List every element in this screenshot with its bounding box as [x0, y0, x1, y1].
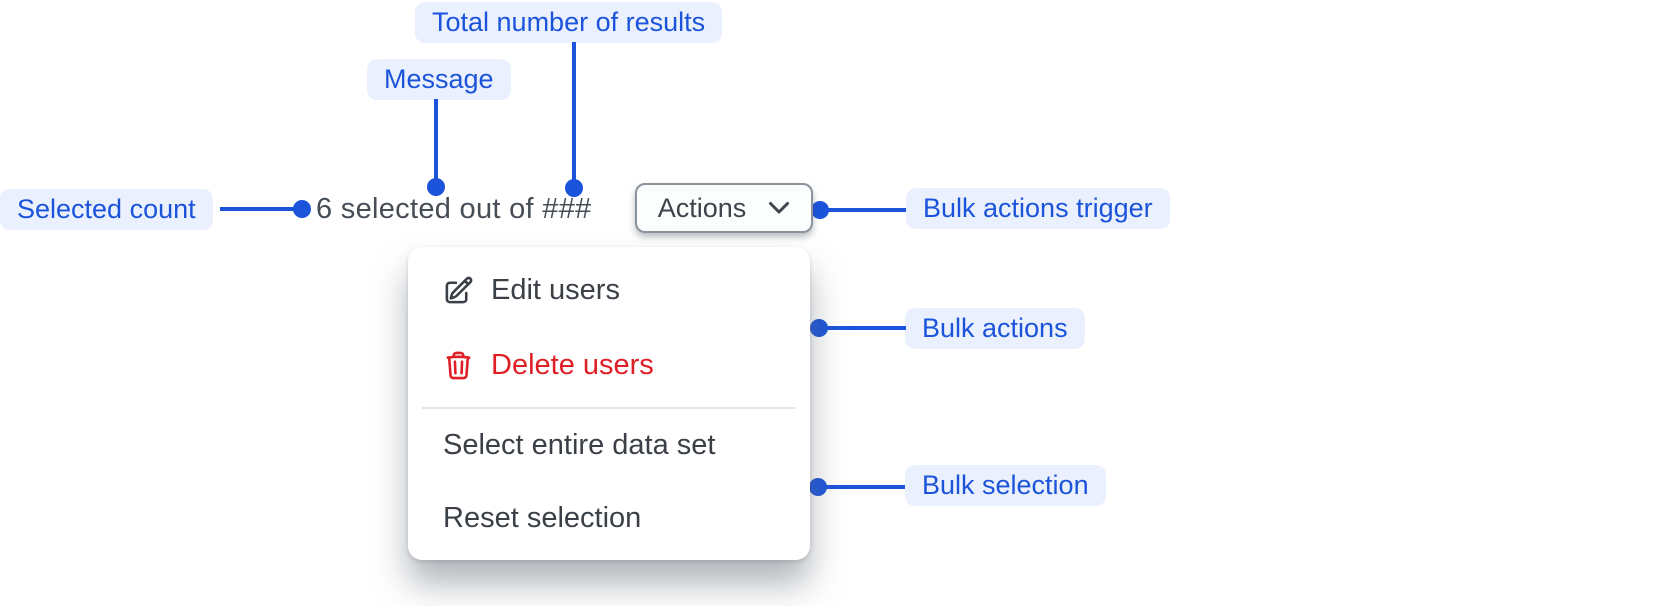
annotation-badge-message: Message: [367, 59, 511, 100]
menu-item-edit-users[interactable]: Edit users: [408, 266, 810, 314]
annotation-badge-bulk-actions: Bulk actions: [905, 308, 1085, 349]
edit-icon: [443, 275, 474, 306]
actions-button-label: Actions: [657, 192, 747, 223]
annotation-badge-bulk-selection: Bulk selection: [905, 465, 1106, 506]
menu-divider: [422, 407, 796, 409]
connector-line-bulk-actions: [822, 326, 906, 330]
connector-line-bulk-selection: [821, 485, 905, 489]
connector-dot-bulk-actions: [810, 319, 828, 337]
connector-line-bulk-actions-trigger: [824, 208, 906, 212]
connector-dot-total-results: [565, 179, 583, 197]
menu-item-label: Edit users: [491, 273, 620, 306]
annotation-badge-total-results: Total number of results: [415, 2, 723, 43]
bulk-actions-menu: Edit users Delete users Select entire da…: [408, 247, 810, 560]
connector-line-selected-count: [220, 207, 296, 211]
connector-dot-message: [427, 178, 445, 196]
bulk-actions-trigger-button[interactable]: Actions: [635, 183, 813, 233]
annotation-badge-bulk-actions-trigger: Bulk actions trigger: [906, 188, 1170, 229]
menu-item-label: Delete users: [491, 348, 654, 381]
chevron-down-icon: [768, 201, 790, 215]
connector-dot-selected-count: [293, 200, 311, 218]
connector-dot-bulk-selection: [809, 478, 827, 496]
menu-item-label: Select entire data set: [443, 428, 716, 461]
annotation-label: Bulk actions: [922, 313, 1068, 343]
annotation-label: Bulk selection: [922, 470, 1089, 500]
menu-item-label: Reset selection: [443, 501, 642, 534]
annotation-label: Bulk actions trigger: [923, 193, 1153, 223]
annotation-label: Message: [384, 64, 494, 94]
menu-item-delete-users[interactable]: Delete users: [408, 341, 810, 389]
connector-dot-bulk-actions-trigger: [811, 201, 829, 219]
selection-count-message: 6 selected out of ###: [316, 193, 592, 225]
annotation-badge-selected-count: Selected count: [0, 189, 213, 230]
annotation-label: Selected count: [17, 194, 196, 224]
trash-icon: [443, 350, 474, 381]
annotation-label: Total number of results: [432, 7, 706, 37]
menu-item-select-entire-data-set[interactable]: Select entire data set: [408, 421, 810, 469]
connector-line-message: [434, 99, 438, 180]
menu-item-reset-selection[interactable]: Reset selection: [408, 494, 810, 542]
connector-line-total-results: [572, 42, 576, 181]
